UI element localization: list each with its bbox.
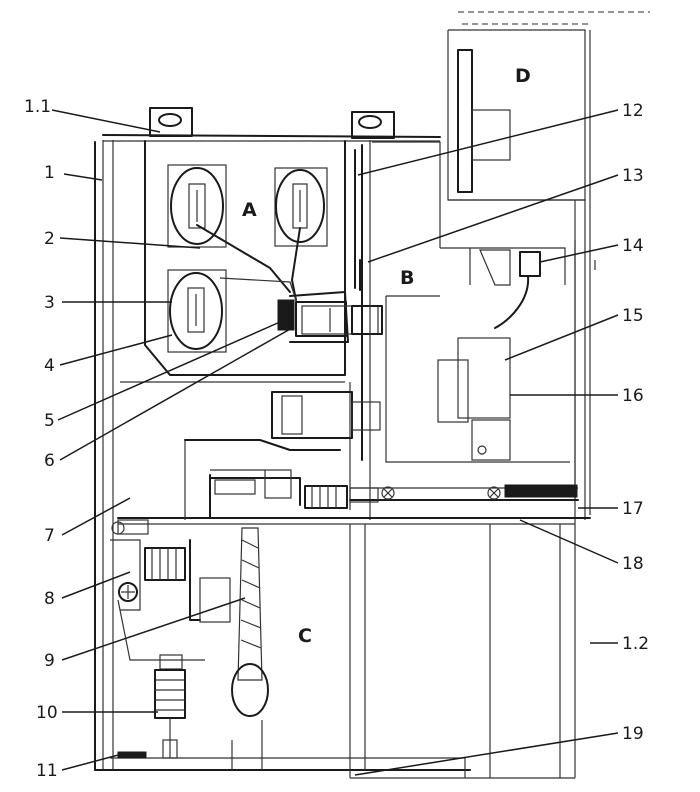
busbar-compartment-a <box>120 140 346 383</box>
label-16: 16 <box>622 386 644 406</box>
label-1-2: 1.2 <box>622 634 649 654</box>
label-19: 19 <box>622 724 644 744</box>
cable-compartment-partition <box>117 517 591 778</box>
busbar-insulators <box>167 164 328 353</box>
label-7: 7 <box>44 526 55 546</box>
label-5: 5 <box>44 411 55 431</box>
label-2: 2 <box>44 229 55 249</box>
compartment-label-a: A <box>242 199 257 221</box>
label-15: 15 <box>622 306 644 326</box>
label-17: 17 <box>622 499 644 519</box>
lifting-lugs <box>149 107 395 139</box>
breaker-mechanism <box>437 247 566 461</box>
label-1: 1 <box>44 163 55 183</box>
cabinet-enclosure <box>94 134 575 779</box>
earthing-switch <box>110 519 231 661</box>
label-12: 12 <box>622 101 644 121</box>
label-4: 4 <box>44 356 55 376</box>
truck-rail <box>349 484 579 501</box>
label-18: 18 <box>622 554 644 574</box>
compartment-label-b: B <box>400 267 414 289</box>
label-10: 10 <box>36 703 58 723</box>
cable-termination <box>231 527 269 770</box>
label-8: 8 <box>44 589 55 609</box>
label-3: 3 <box>44 293 55 313</box>
current-transformer-area <box>184 391 381 520</box>
compartment-label-d: D <box>515 65 531 87</box>
label-11: 11 <box>36 761 58 781</box>
label-1-1: 1.1 <box>24 97 51 117</box>
busbar-connections <box>196 224 301 301</box>
top-edge-lines <box>458 11 650 25</box>
label-6: 6 <box>44 451 55 471</box>
static-contact-spout <box>277 291 383 343</box>
label-13: 13 <box>622 166 644 186</box>
compartment-label-c: C <box>298 625 312 647</box>
breaker-compartment-b <box>372 141 570 463</box>
surge-arrester <box>154 654 186 759</box>
leader-lines <box>51 109 619 776</box>
partition-shutters <box>349 140 371 520</box>
earthing-bar <box>117 751 147 759</box>
label-9: 9 <box>44 651 55 671</box>
label-14: 14 <box>622 236 644 256</box>
